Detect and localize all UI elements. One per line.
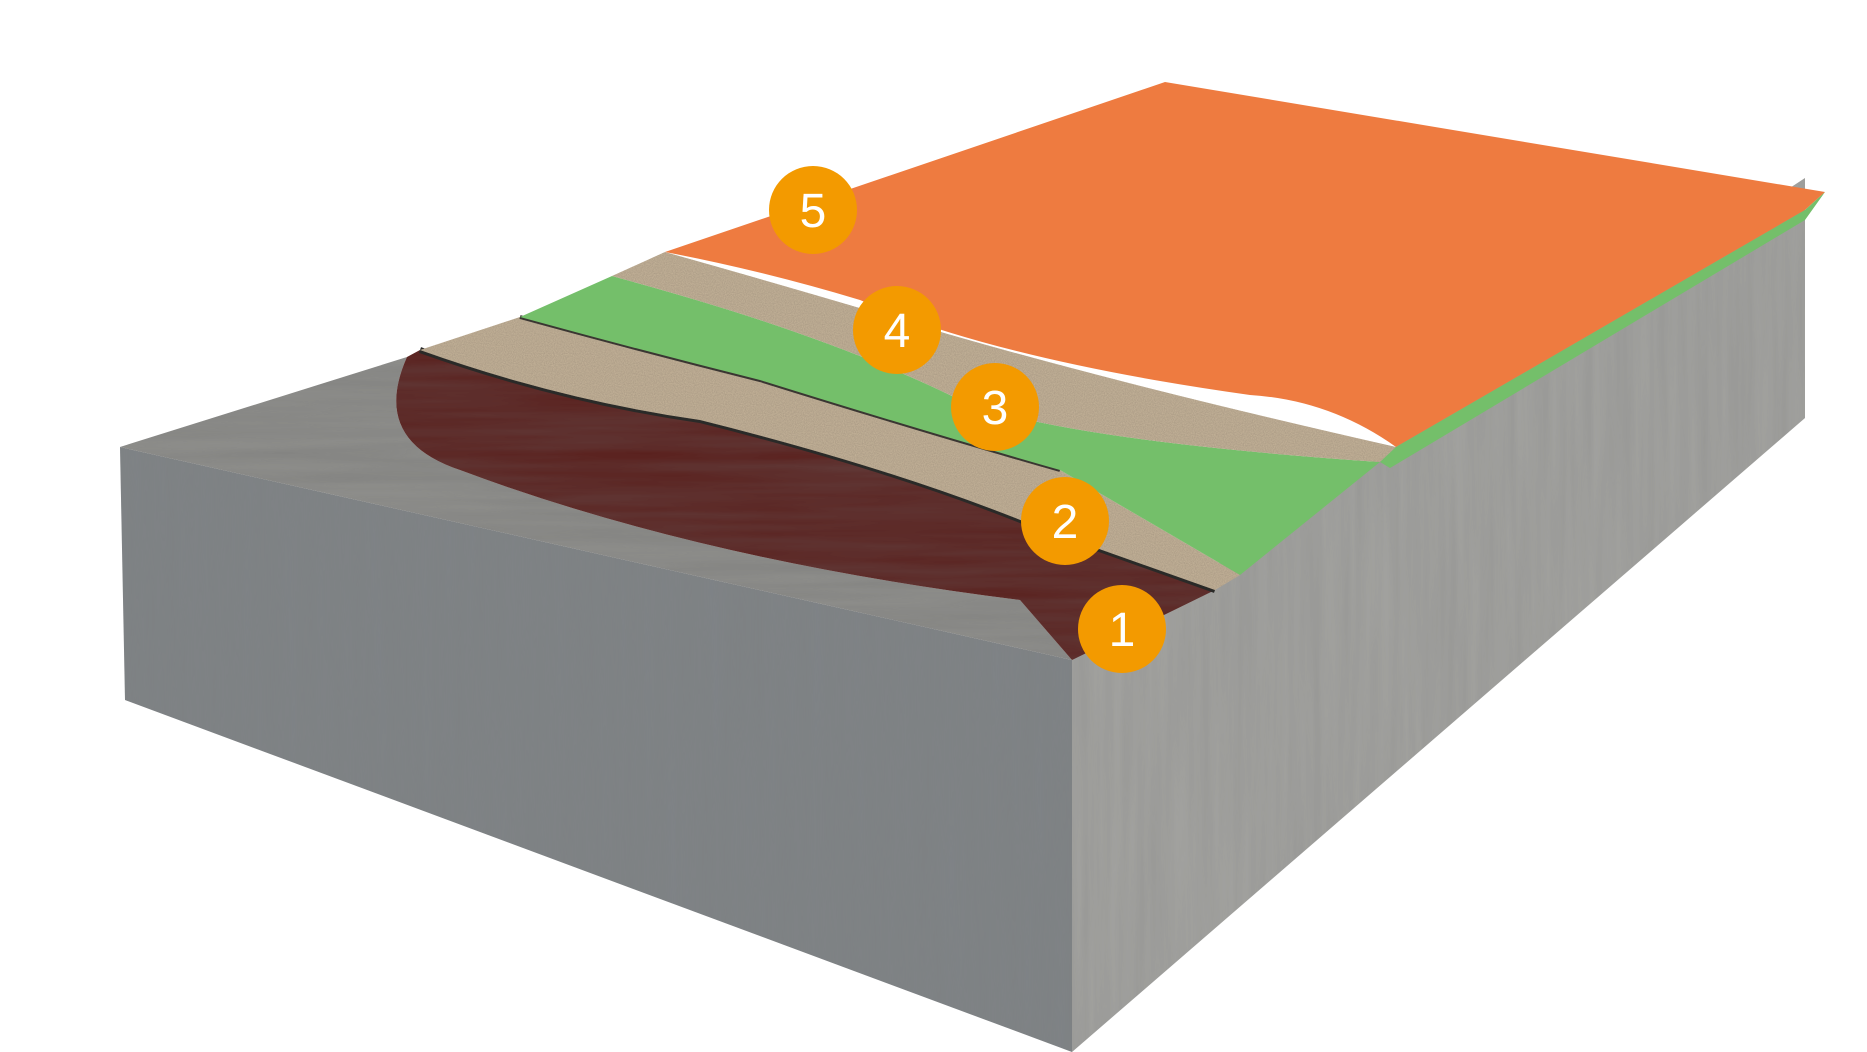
layer-4-texture bbox=[612, 252, 1396, 462]
badge-1-circle bbox=[1078, 585, 1166, 673]
badge-3: 3 bbox=[951, 363, 1039, 451]
badge-5-circle bbox=[769, 166, 857, 254]
layer-1-texture bbox=[396, 350, 1215, 660]
concrete-front-texture bbox=[120, 447, 1072, 1052]
topcoat-edge-strip bbox=[1380, 192, 1825, 468]
badge-1: 1 bbox=[1078, 585, 1166, 673]
concrete-top-texture bbox=[120, 357, 1072, 660]
badge-3-label: 3 bbox=[982, 382, 1009, 435]
badge-2-circle bbox=[1021, 477, 1109, 565]
concrete-side-texture bbox=[1072, 178, 1805, 1052]
layer-3-membrane bbox=[520, 276, 1380, 575]
badge-4-label: 4 bbox=[884, 305, 911, 358]
badge-2: 2 bbox=[1021, 477, 1109, 565]
concrete-slab bbox=[120, 178, 1805, 1052]
badge-5-label: 5 bbox=[800, 185, 827, 238]
badge-4-circle bbox=[853, 286, 941, 374]
badge-1-label: 1 bbox=[1109, 604, 1136, 657]
badge-4: 4 bbox=[853, 286, 941, 374]
layer-5-topcoat bbox=[665, 82, 1825, 447]
badge-5: 5 bbox=[769, 166, 857, 254]
badge-3-circle bbox=[951, 363, 1039, 451]
badge-2-label: 2 bbox=[1052, 496, 1079, 549]
